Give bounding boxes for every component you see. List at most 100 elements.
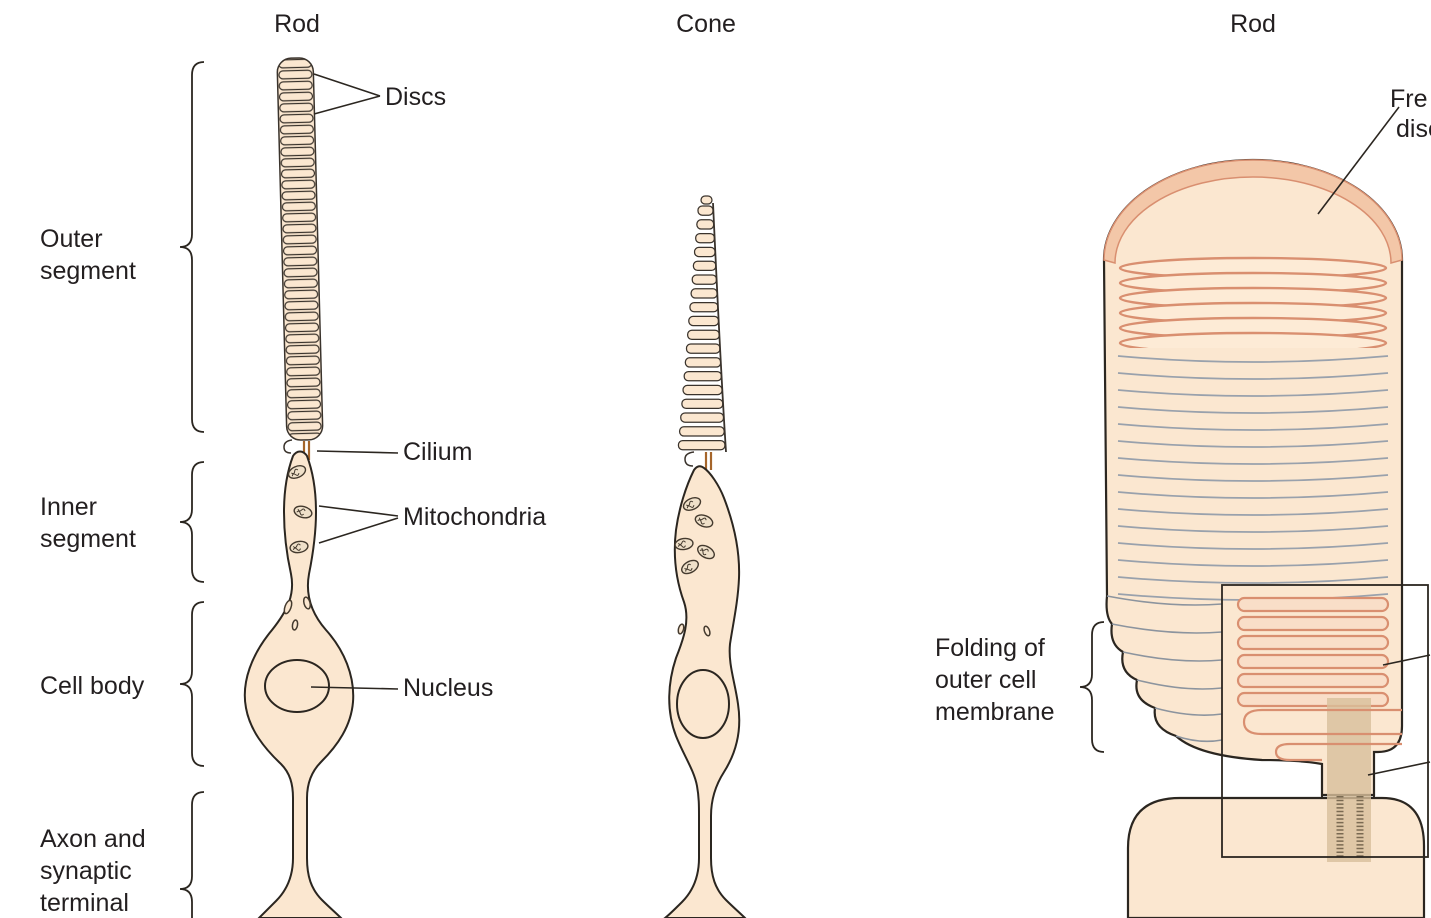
axon-terminal-label: synaptic: [40, 857, 132, 885]
cone-cell: Cone: [663, 10, 747, 918]
folding-label: outer cell: [935, 666, 1036, 694]
cone-disc-slat: [681, 398, 724, 410]
cone-title: Cone: [676, 10, 736, 38]
axon-terminal-label: Axon and: [40, 825, 146, 853]
disc-edge-line: [1117, 576, 1389, 584]
cone-disc-slat: [689, 301, 719, 313]
basal-disc: [1236, 596, 1390, 613]
discs-leader-line: [313, 73, 381, 97]
left-rod-title: Rod: [274, 10, 320, 38]
disc-edge-line: [1117, 372, 1389, 380]
organelle: [302, 596, 312, 610]
membrane-infolding: [1242, 708, 1402, 736]
fold-front-lines: [1106, 595, 1223, 743]
free-disc-label: disc: [1396, 115, 1431, 143]
disc-edge-line: [1117, 355, 1389, 363]
basal-disc: [1236, 653, 1390, 670]
dome-rim-band: [1103, 159, 1403, 264]
detail-highlight-box: [1221, 584, 1429, 858]
cone-basal-hook: [684, 451, 695, 467]
cone-disc-slat: [678, 426, 725, 437]
discs-label: Discs: [385, 83, 446, 111]
axon-terminal-label: terminal: [40, 889, 129, 917]
cell-body-brace: [179, 601, 205, 767]
open-disc: [1118, 331, 1388, 348]
cone-disc-slat: [683, 370, 723, 382]
fold-line: [1154, 707, 1223, 716]
cone-nucleus: [676, 669, 730, 739]
fold-line: [1122, 651, 1223, 662]
mitochondria-leader-line: [318, 505, 399, 517]
organelle: [291, 619, 299, 631]
left-rod-cell: Rod Discs Cilium Mitochondria Nucleus O: [40, 10, 546, 918]
basal-disc: [1236, 634, 1390, 651]
cone-disc-slat: [697, 205, 714, 216]
basal-disc: [1236, 615, 1390, 632]
rod-outer-segment: [276, 57, 324, 441]
cone-disc-slat: [685, 343, 721, 354]
cone-disc-slat: [696, 219, 715, 230]
discs-leader-line: [313, 95, 381, 115]
rod-nucleus: [264, 659, 330, 713]
right-rod-enlarged: Rod: [935, 10, 1431, 918]
disc-edge-line: [1117, 559, 1389, 567]
cone-disc-slat: [688, 315, 720, 327]
mitochondria-label: Mitochondria: [403, 503, 546, 531]
outer-segment-label: Outer: [40, 225, 103, 253]
cilium-leader-line: [1367, 761, 1431, 776]
organelle: [677, 623, 685, 635]
fold-line: [1111, 623, 1223, 634]
inner-segment-label: Inner: [40, 493, 97, 521]
disc-edge-line: [1117, 389, 1389, 397]
inner-segment-label: segment: [40, 525, 136, 553]
cone-disc-slat: [684, 357, 722, 368]
folding-label: Folding of: [935, 634, 1045, 662]
cone-outer-membrane-edge: [712, 202, 727, 453]
organelle: [703, 625, 711, 637]
outer-segment-label: segment: [40, 257, 136, 285]
disc-edge-line: [1117, 440, 1389, 448]
nucleus-label: Nucleus: [403, 674, 493, 702]
cone-disc-slat: [691, 274, 718, 285]
folding-brace: [1079, 621, 1105, 753]
free-disc-leader-line: [1317, 106, 1400, 215]
cone-disc-slat: [690, 288, 718, 299]
disc-edge-line: [1117, 474, 1389, 482]
disc-edge-line: [1117, 406, 1389, 414]
nucleus-leader-line: [310, 686, 399, 690]
rod-disc-stack: [276, 57, 324, 441]
disc-edge-line: [1117, 457, 1389, 465]
cone-disc-slat: [682, 384, 723, 396]
cone-disc-slat: [695, 232, 716, 244]
disc-edge-line: [1117, 423, 1389, 431]
cell-body-label: Cell body: [40, 672, 145, 700]
cone-disc-slat: [692, 260, 717, 272]
cone-disc-slat: [693, 246, 716, 258]
cilium-label: Cilium: [403, 438, 472, 466]
cone-disc-slat: [677, 439, 726, 451]
cone-disc-slat: [680, 412, 725, 423]
free-disc-label: Fre: [1390, 85, 1428, 113]
fold-line: [1136, 679, 1223, 690]
disc-edge-line: [1117, 491, 1389, 499]
basal-disc: [1236, 672, 1390, 689]
dome-opening-discs: [1118, 256, 1388, 348]
cone-disc-slat: [687, 329, 720, 341]
cilium-leader-line: [316, 450, 399, 454]
cilium-channel: [1327, 698, 1371, 862]
cone-tip-disc: [700, 195, 713, 205]
right-rod-title: Rod: [1230, 10, 1276, 38]
cone-outer-segment: [677, 205, 726, 451]
disc-edge-line: [1117, 525, 1389, 533]
disc-leader-line: [1382, 654, 1431, 666]
axon-terminal-brace: [179, 791, 205, 918]
folding-label: membrane: [935, 698, 1055, 726]
fold-line: [1175, 735, 1223, 743]
disc-edge-line: [1117, 542, 1389, 550]
enlarged-inner-segment: [1126, 796, 1426, 918]
inner-segment-brace: [179, 461, 205, 583]
membrane-infolding: [1274, 742, 1402, 762]
mitochondria-leader-line: [318, 517, 399, 544]
outer-segment-brace: [179, 61, 205, 433]
